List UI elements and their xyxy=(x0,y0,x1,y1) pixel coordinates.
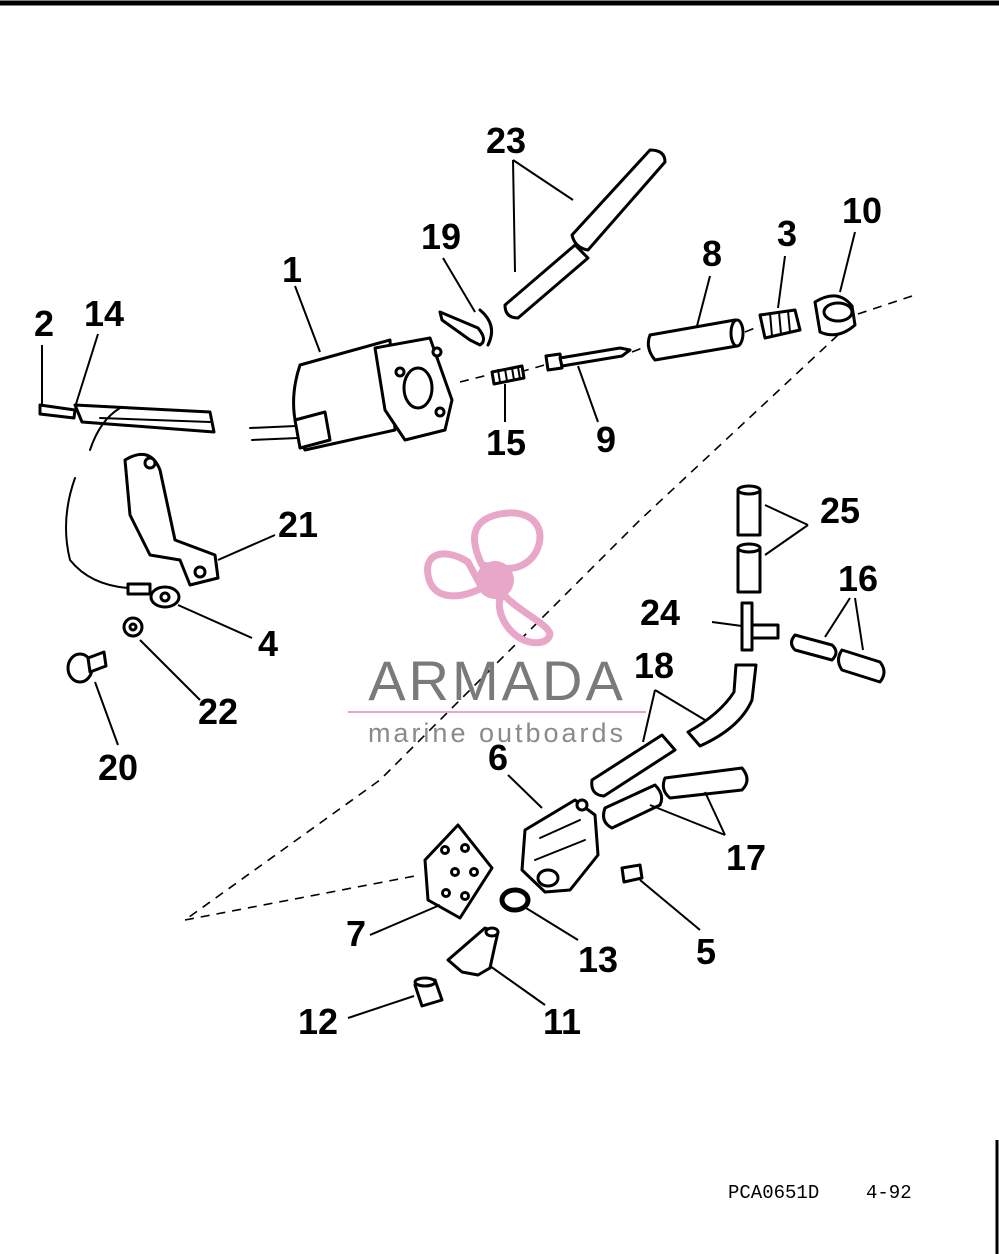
callout-11: 11 xyxy=(543,1001,581,1042)
propeller-icon xyxy=(424,509,554,647)
part-8-cylinder xyxy=(646,318,745,362)
callout-2: 2 xyxy=(34,303,54,344)
part-18-hose xyxy=(590,663,758,798)
part-4-ground-wire xyxy=(65,477,181,609)
brand-name: ARMADA xyxy=(368,649,626,712)
part-11-fitting xyxy=(446,926,500,977)
brand-tagline: marine outboards xyxy=(368,718,626,748)
part-23-hose xyxy=(503,148,667,320)
callout-1: 1 xyxy=(282,249,302,290)
dashed-reference-lines xyxy=(184,295,913,921)
callout-5: 5 xyxy=(696,931,716,972)
callout-21: 21 xyxy=(278,504,318,545)
callout-14: 14 xyxy=(84,293,124,334)
callout-12: 12 xyxy=(298,1001,338,1042)
leader-lines xyxy=(41,159,864,1019)
callout-10: 10 xyxy=(842,190,882,231)
callout-6: 6 xyxy=(488,737,508,778)
callout-23: 23 xyxy=(486,120,526,161)
part-15-spring xyxy=(490,364,526,386)
propeller-hub-icon xyxy=(476,561,514,599)
part-25-hoses xyxy=(736,484,762,594)
callout-19: 19 xyxy=(421,216,461,257)
part-22-washer xyxy=(122,616,144,638)
part-10-cap xyxy=(813,294,857,337)
armada-logo: ARMADA marine outboards xyxy=(348,509,646,748)
part-1-motor xyxy=(249,336,454,452)
callout-3: 3 xyxy=(777,213,797,254)
callout-25: 25 xyxy=(820,490,860,531)
part-3-spring xyxy=(758,308,802,340)
callout-9: 9 xyxy=(596,419,616,460)
callout-18: 18 xyxy=(634,645,674,686)
callout-7: 7 xyxy=(346,913,366,954)
part-20-screw xyxy=(66,650,108,684)
callout-8: 8 xyxy=(702,233,722,274)
part-13-oring xyxy=(499,887,531,913)
part-5-screw xyxy=(620,863,644,884)
part-17-hoses xyxy=(602,766,749,830)
part-9-plunger xyxy=(544,346,632,372)
part-16-hoses xyxy=(790,633,886,684)
callout-22: 22 xyxy=(198,691,238,732)
part-24-tee xyxy=(740,601,780,652)
callout-16: 16 xyxy=(838,558,878,599)
callout-labels: 1 2 3 4 5 6 7 8 9 10 11 12 13 14 15 16 1… xyxy=(34,120,882,1042)
part-6-pump-housing xyxy=(520,798,600,894)
callout-4: 4 xyxy=(258,623,278,664)
callout-15: 15 xyxy=(486,422,526,463)
part-21-bracket xyxy=(123,452,220,587)
part-7-gasket xyxy=(423,823,494,920)
drawing-revision: 4-92 xyxy=(866,1182,912,1204)
part-2-14-lead-wire xyxy=(38,403,216,451)
part-12-cap xyxy=(413,976,444,1008)
part-19-clamp xyxy=(438,308,494,347)
callout-17: 17 xyxy=(726,837,766,878)
callout-20: 20 xyxy=(98,747,138,788)
drawing-code: PCA0651D xyxy=(728,1182,819,1204)
callout-13: 13 xyxy=(578,939,618,980)
callout-24: 24 xyxy=(640,592,680,633)
